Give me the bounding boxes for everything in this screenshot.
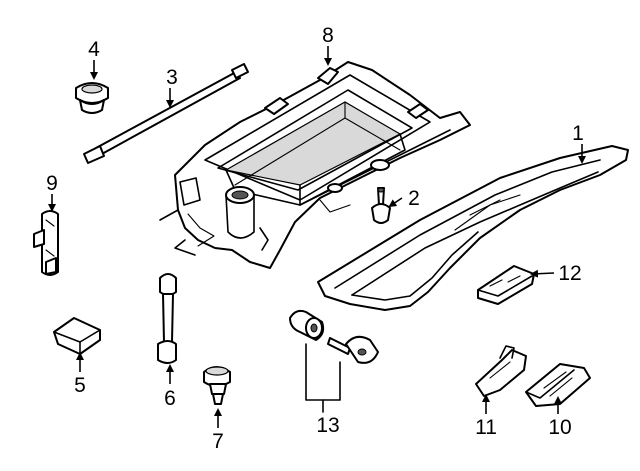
callout-12: 12	[530, 262, 582, 285]
callout-label: 5	[74, 374, 86, 397]
callout-label: 2	[408, 187, 420, 210]
callout-label: 1	[572, 122, 584, 145]
callout-label: 7	[212, 430, 224, 453]
callout-2: 2	[388, 187, 420, 210]
callout-label: 9	[46, 172, 58, 195]
callout-11: 11	[475, 394, 497, 439]
console-base-part	[159, 61, 471, 269]
callout-13: 13	[305, 343, 341, 437]
callout-8: 8	[322, 24, 334, 66]
callout-label: 11	[475, 416, 497, 439]
bracket-part	[477, 265, 535, 305]
plug-part	[75, 82, 109, 114]
callout-5: 5	[74, 352, 86, 397]
callout-3: 3	[166, 66, 178, 108]
callout-label: 6	[164, 387, 176, 410]
console-trim-panel-part	[317, 145, 629, 311]
rod-part	[83, 63, 249, 164]
callout-7: 7	[212, 408, 224, 453]
callout-label: 13	[316, 414, 339, 437]
callout-10: 10	[548, 396, 572, 439]
strap-part	[157, 273, 177, 364]
callout-label: 10	[548, 416, 571, 439]
key-part	[327, 335, 379, 364]
knob-part	[371, 187, 391, 224]
hinge-post-part	[33, 210, 59, 276]
callout-1: 1	[572, 122, 586, 164]
callout-6: 6	[164, 364, 176, 410]
push-pin-part	[203, 366, 231, 405]
callout-label: 4	[88, 38, 100, 61]
callout-label: 8	[322, 24, 334, 47]
callout-label: 3	[166, 66, 178, 89]
callout-label: 12	[558, 262, 581, 285]
callout-4: 4	[88, 38, 100, 80]
latch-part	[475, 345, 527, 397]
clip-part	[53, 317, 101, 355]
callout-9: 9	[46, 172, 58, 212]
latch-handle-part	[525, 363, 591, 407]
lock-cylinder-part	[289, 309, 325, 341]
